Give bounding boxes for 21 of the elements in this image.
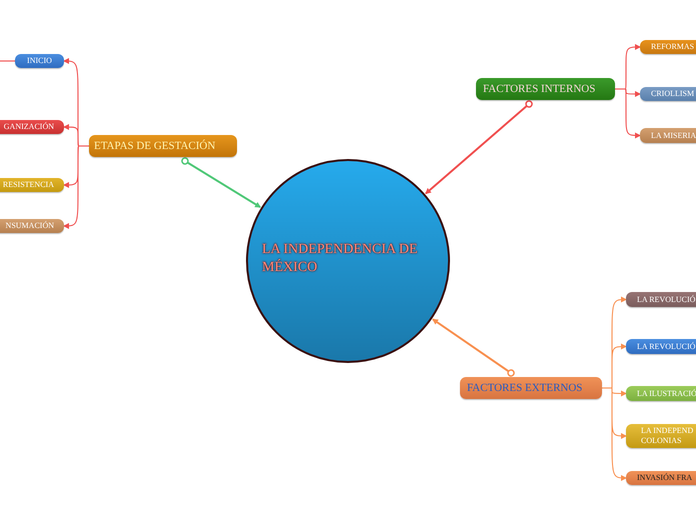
topic-pill: LA INDEPEND COLONIAS xyxy=(626,424,696,448)
arrow xyxy=(425,100,533,194)
topic-pill: NSUMACIÓN xyxy=(0,219,64,233)
topic-pill: LA MISERIA xyxy=(640,128,696,143)
topic-pill: RESISTENCIA xyxy=(0,178,64,192)
topic-title: LA INDEPENDENCIA DE MÉXICO xyxy=(262,240,419,277)
topic-pill: GANIZACIÓN xyxy=(0,120,64,134)
topic-pill: INVASIÓN FRA xyxy=(626,471,696,485)
topic-pill: LA REVOLUCIÓ xyxy=(626,339,696,354)
connector-line xyxy=(0,60,16,62)
branch-box: ETAPAS DE GESTACIÓN xyxy=(89,135,237,157)
arrow xyxy=(432,318,515,377)
branch-box: FACTORES INTERNOS xyxy=(476,78,615,100)
topic-pill: CRIOLLISM xyxy=(640,87,696,101)
topic-pill: INICIO xyxy=(15,54,64,68)
branch-box: FACTORES EXTERNOS xyxy=(460,377,602,399)
connector-line xyxy=(614,88,641,138)
arrow xyxy=(181,157,262,208)
topic-pill: REFORMAS xyxy=(640,40,696,54)
topic-pill: LA REVOLUCIÓ xyxy=(626,292,696,307)
connector-line xyxy=(63,146,90,229)
